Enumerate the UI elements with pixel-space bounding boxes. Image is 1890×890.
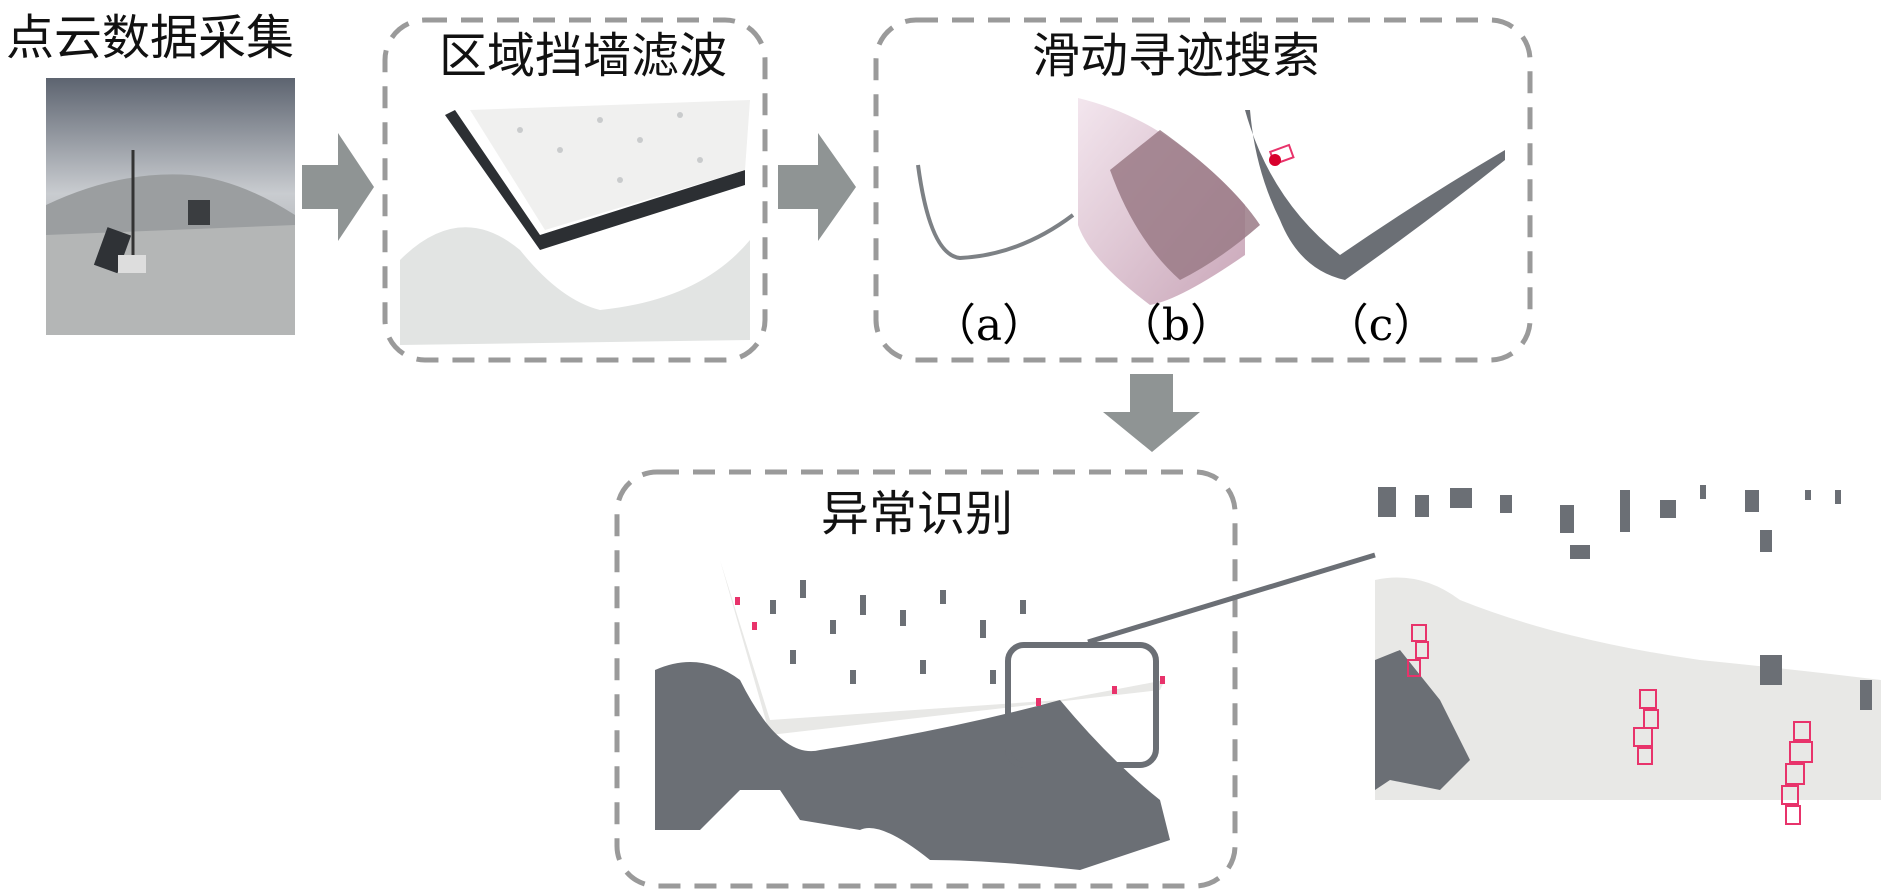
trajectory-curve xyxy=(916,164,1075,261)
field-photo xyxy=(46,78,295,335)
sliding-search-fan xyxy=(1078,98,1260,305)
step-title-filter: 区域挡墙滤波 xyxy=(439,28,727,84)
step-title-search: 滑动寻迹搜索 xyxy=(1032,28,1320,84)
detect-box xyxy=(614,469,1238,889)
sublabel-a: （a） xyxy=(932,300,1046,351)
sublabel-b: （b） xyxy=(1118,300,1234,351)
zoom-connector-line xyxy=(1087,552,1376,645)
arrow-right-icon xyxy=(302,133,374,241)
zoom-region-marker xyxy=(1005,642,1159,768)
anomaly-point-cloud xyxy=(655,560,1170,870)
step-title-detect: 异常识别 xyxy=(821,486,1013,542)
arrow-down-icon xyxy=(1103,374,1200,452)
search-result-cloud xyxy=(1245,110,1505,280)
sublabel-c: （c） xyxy=(1325,300,1438,351)
arrow-right-icon xyxy=(778,133,856,241)
search-box xyxy=(873,17,1533,363)
step-title-collect: 点云数据采集 xyxy=(6,10,294,66)
zoomed-detail-view xyxy=(1375,485,1881,825)
filter-box xyxy=(382,17,768,363)
filtered-point-cloud xyxy=(400,100,750,345)
